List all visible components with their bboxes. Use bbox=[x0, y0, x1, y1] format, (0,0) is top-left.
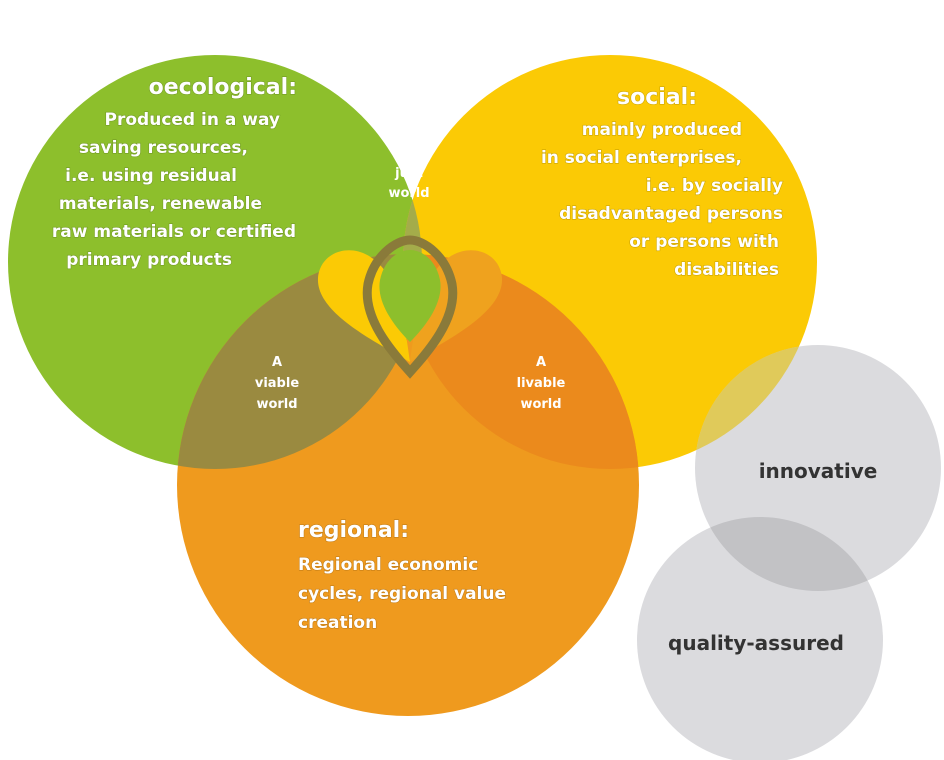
social-line-6: disabilities bbox=[674, 260, 779, 280]
oecological-title: oecological: bbox=[149, 75, 297, 100]
livable-world-label-line-2: livable bbox=[517, 376, 566, 391]
livable-world-overlap bbox=[403, 254, 639, 469]
innovative-label: innovative bbox=[759, 459, 878, 483]
livable-world-label-line-3: world bbox=[520, 397, 561, 412]
viable-world-label-line-2: viable bbox=[255, 376, 299, 391]
social-line-2: in social enterprises, bbox=[541, 148, 742, 168]
oecological-line-1: Produced in a way bbox=[105, 110, 280, 130]
oecological-line-3: i.e. using residual bbox=[65, 166, 237, 186]
oecological-line-5: raw materials or certified bbox=[52, 222, 296, 242]
social-title: social: bbox=[617, 85, 697, 110]
regional-line-1: Regional economic bbox=[298, 555, 478, 575]
social-line-3: i.e. by socially bbox=[646, 176, 783, 196]
heart-leaf-icon bbox=[317, 235, 503, 379]
regional-line-3: creation bbox=[298, 613, 377, 633]
viable-world-overlap bbox=[177, 254, 422, 469]
oecological-line-4: materials, renewable bbox=[59, 194, 262, 214]
heart-outline bbox=[362, 235, 458, 379]
regional-title: regional: bbox=[298, 518, 409, 543]
social-line-4: disadvantaged persons bbox=[559, 204, 783, 224]
oecological-line-2: saving resources, bbox=[79, 138, 248, 158]
viable-world-label-line-3: world bbox=[256, 397, 297, 412]
social-innovative-overlap bbox=[695, 345, 817, 469]
oecological-line-6: primary products bbox=[66, 250, 232, 270]
quality-assured-label: quality-assured bbox=[668, 631, 844, 655]
viable-world-label-line-1: A bbox=[272, 355, 282, 370]
regional-line-2: cycles, regional value bbox=[298, 584, 506, 604]
just-world-label-line-2: just bbox=[394, 166, 423, 181]
livable-world-label-line-1: A bbox=[536, 355, 546, 370]
social-line-1: mainly produced bbox=[582, 120, 742, 140]
just-world-label-line-1: A bbox=[404, 146, 414, 161]
social-line-5: or persons with bbox=[629, 232, 779, 252]
just-world-label-line-3: world bbox=[388, 186, 429, 201]
leaf-shape bbox=[379, 250, 441, 342]
